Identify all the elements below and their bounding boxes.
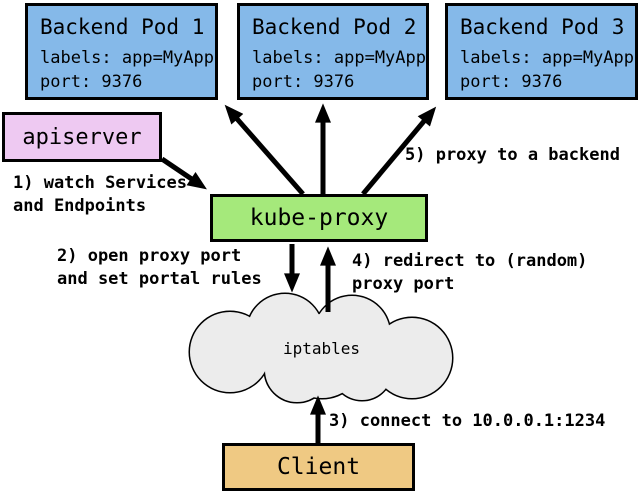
backend-pod-1-box: Backend Pod 1 labels: app=MyApp port: 93… bbox=[25, 3, 218, 100]
annotation-step1-line2: and Endpoints bbox=[13, 196, 147, 216]
annotation-step4: 4) redirect to (random) proxy port bbox=[352, 250, 587, 296]
backend-pod-1-labels: labels: app=MyApp bbox=[40, 48, 214, 68]
backend-pod-2-title: Backend Pod 2 bbox=[252, 15, 417, 39]
annotation-step4-line1: 4) redirect to (random) bbox=[352, 251, 588, 271]
backend-pod-3-port: port: 9376 bbox=[460, 72, 563, 92]
backend-pod-1-title: Backend Pod 1 bbox=[40, 15, 205, 39]
backend-pod-2-port: port: 9376 bbox=[252, 72, 355, 92]
annotation-step4-line2: proxy port bbox=[352, 274, 455, 294]
iptables-label: iptables bbox=[283, 339, 361, 358]
backend-pod-2-labels: labels: app=MyApp bbox=[252, 48, 426, 68]
backend-pod-3-title: Backend Pod 3 bbox=[460, 15, 625, 39]
arrow-kubeproxy-to-pod1 bbox=[224, 104, 305, 196]
annotation-step1-line1: 1) watch Services bbox=[13, 173, 187, 193]
annotation-step2: 2) open proxy port and set portal rules bbox=[57, 245, 262, 291]
arrow-apiserver-to-kubeproxy bbox=[160, 156, 207, 190]
annotation-step2-line1: 2) open proxy port bbox=[57, 246, 242, 266]
kube-proxy-box: kube-proxy bbox=[210, 194, 428, 242]
backend-pod-2-box: Backend Pod 2 labels: app=MyApp port: 93… bbox=[237, 3, 429, 100]
annotation-step5-line1: 5) proxy to a backend bbox=[405, 145, 620, 165]
annotation-step3: 3) connect to 10.0.0.1:1234 bbox=[329, 410, 605, 433]
backend-pod-3-labels: labels: app=MyApp bbox=[460, 48, 634, 68]
annotation-step1: 1) watch Services and Endpoints bbox=[13, 172, 187, 218]
annotation-step2-line2: and set portal rules bbox=[57, 269, 262, 289]
arrow-kubeproxy-to-pod3 bbox=[361, 106, 437, 196]
client-box: Client bbox=[222, 443, 415, 491]
annotation-step3-line1: 3) connect to 10.0.0.1:1234 bbox=[329, 411, 606, 431]
annotation-step5: 5) proxy to a backend bbox=[405, 144, 620, 167]
backend-pod-1-port: port: 9376 bbox=[40, 72, 143, 92]
client-label: Client bbox=[276, 454, 361, 480]
backend-pod-3-box: Backend Pod 3 labels: app=MyApp port: 93… bbox=[445, 3, 638, 100]
apiserver-box: apiserver bbox=[2, 112, 162, 162]
kube-proxy-label: kube-proxy bbox=[249, 205, 389, 231]
apiserver-label: apiserver bbox=[22, 124, 142, 150]
